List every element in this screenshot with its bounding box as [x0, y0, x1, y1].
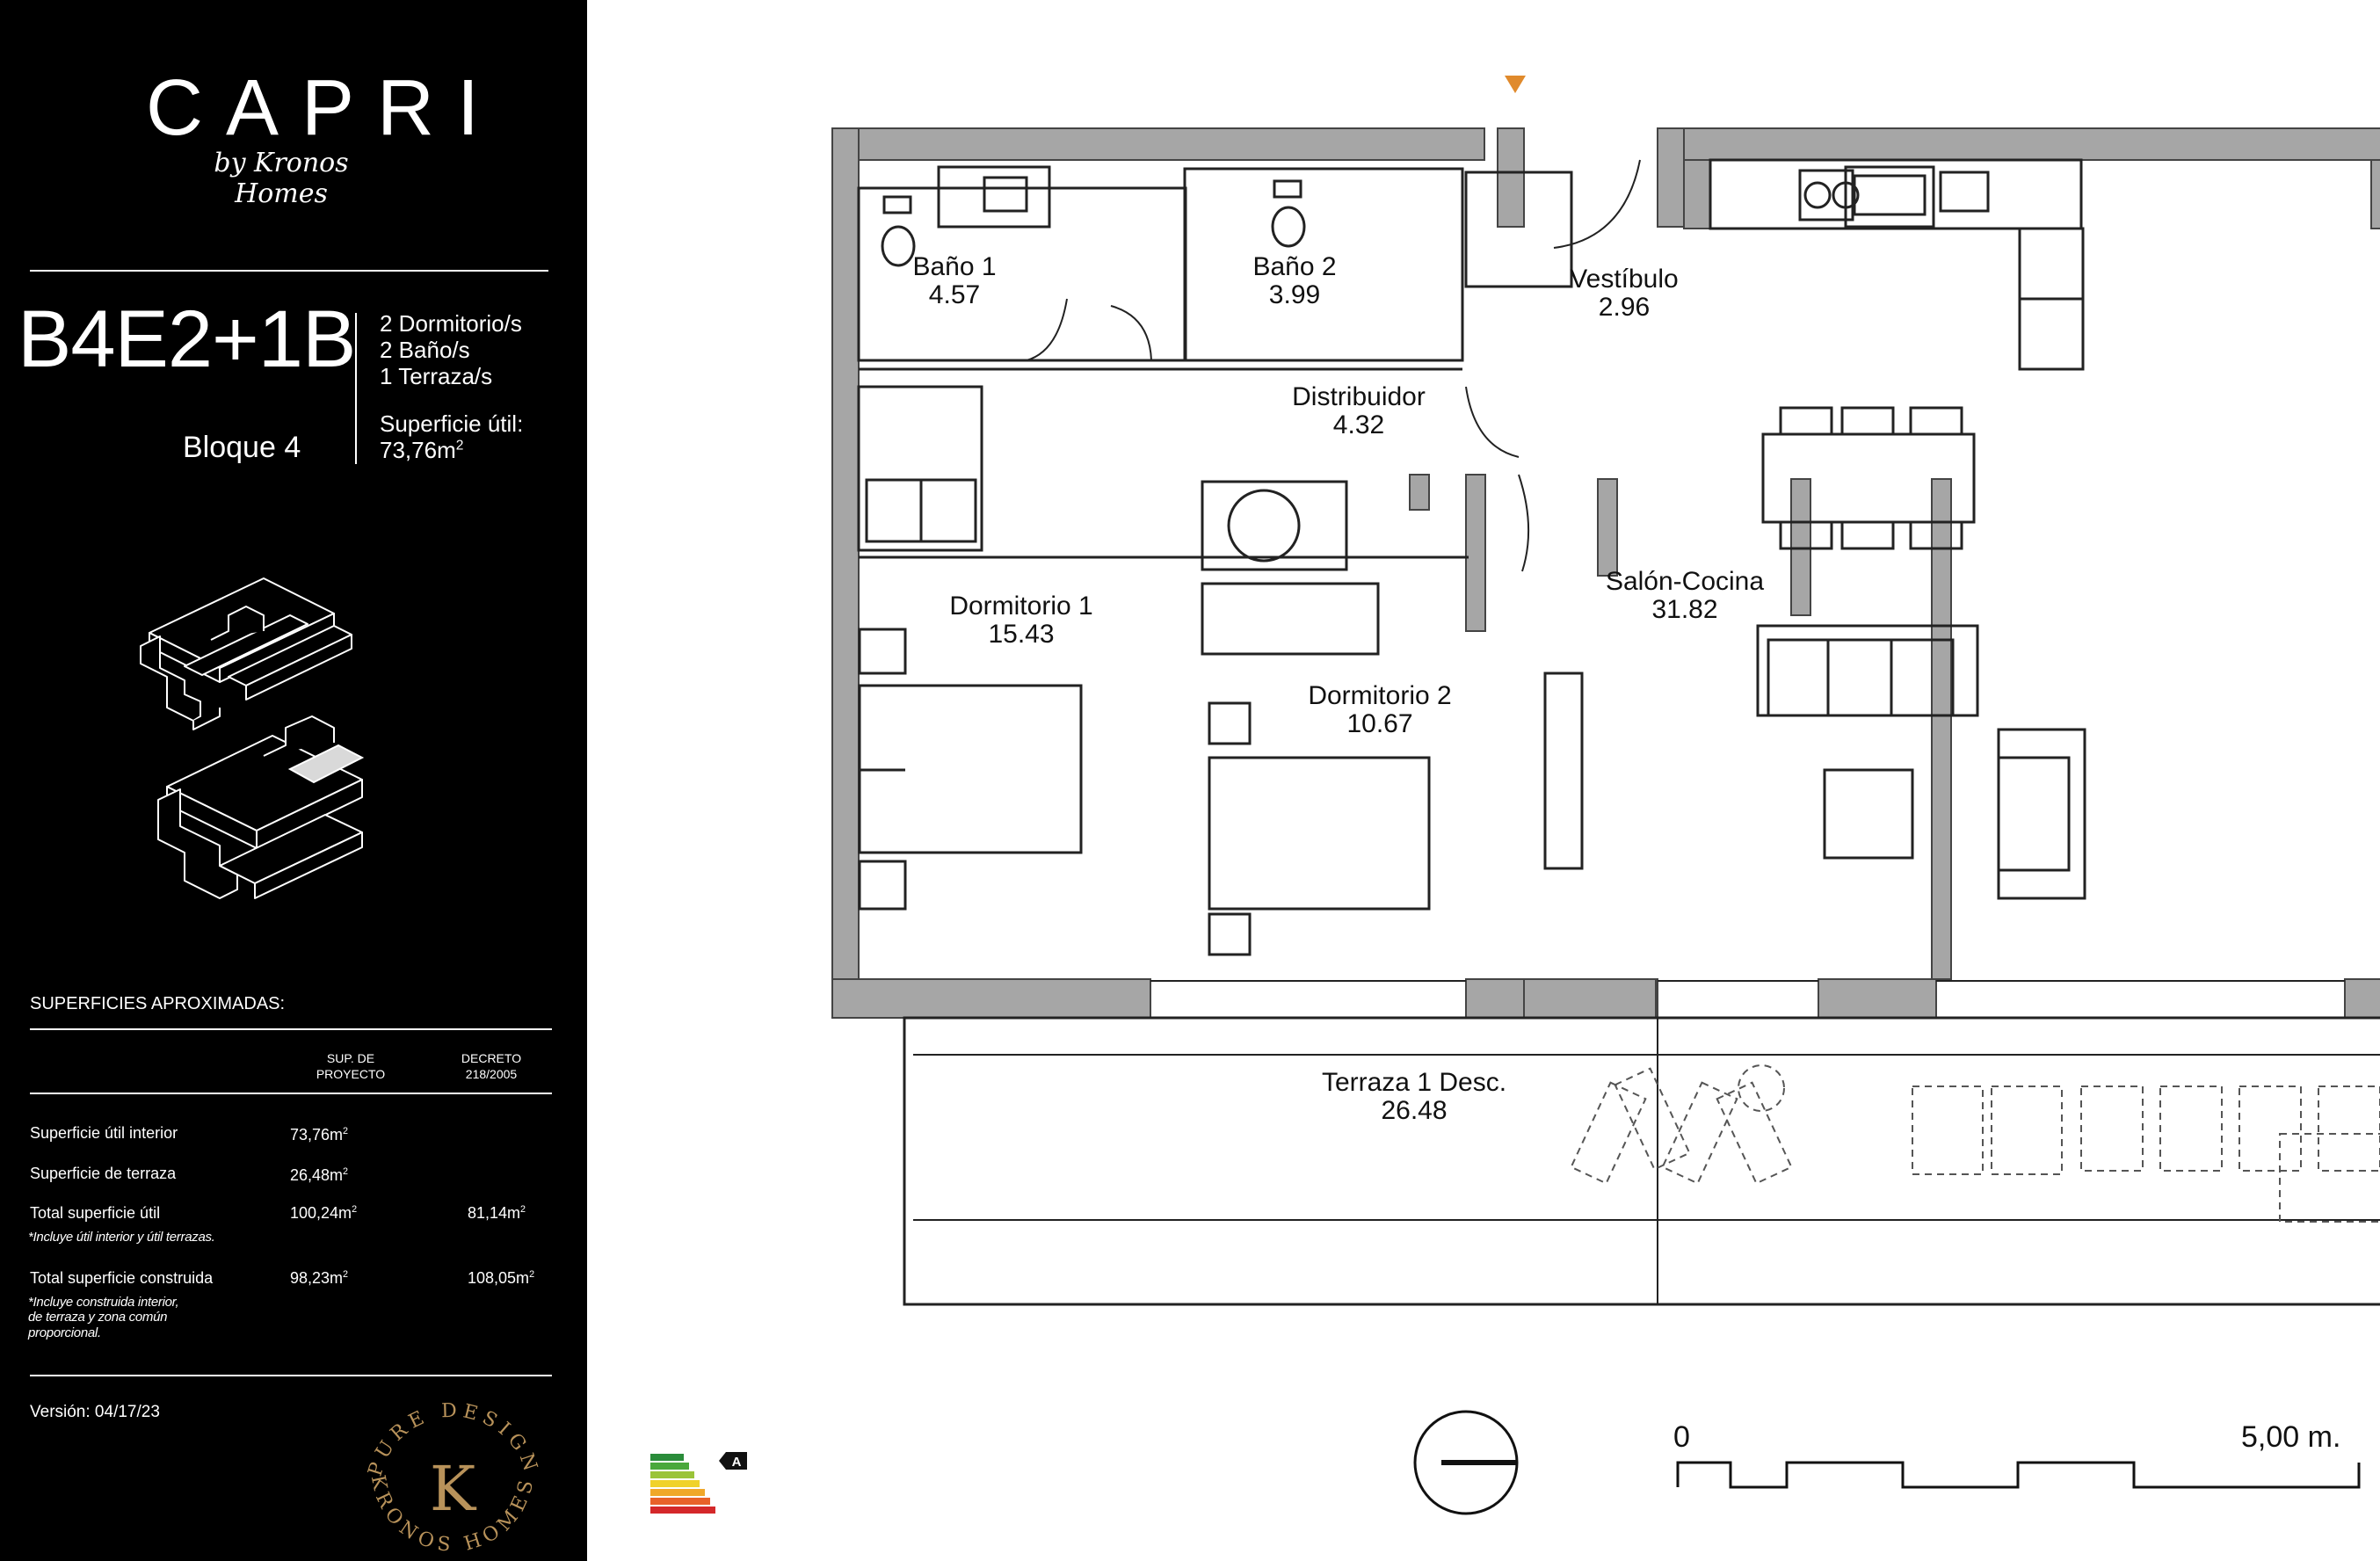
interior-partitions: [857, 158, 2380, 1306]
row-label-terrace: Superficie de terraza: [30, 1165, 177, 1182]
row-value-interior: 73,76m2: [290, 1126, 349, 1144]
column-project-header: SUP. DE PROYECTO: [316, 1051, 386, 1081]
compass-icon: [1413, 1410, 1519, 1515]
svg-text:K: K: [430, 1453, 477, 1525]
useful-area-value: 73,76m2: [380, 437, 464, 463]
logo-tagline: by Kronos Homes: [214, 148, 349, 209]
row-label-total-built: Total superficie construida: [30, 1269, 214, 1287]
surfaces-title: SUPERFICIES APROXIMADAS:: [30, 994, 286, 1013]
row-note-total-useful: *Incluye útil interior y útil terrazas.: [28, 1230, 215, 1245]
divider: [30, 1375, 552, 1376]
svg-text:A: A: [732, 1455, 742, 1470]
room-label-terraza: Terraza 1 Desc.26.48: [1321, 1068, 1507, 1125]
terraces-count: 1 Terraza/s: [380, 363, 493, 389]
version-label: Versión: 04/17/23: [30, 1403, 160, 1421]
row-label-interior: Superficie útil interior: [30, 1124, 178, 1142]
unit-code: B4E2+1B: [18, 294, 356, 384]
divider: [30, 270, 548, 272]
block-label: Bloque 4: [183, 431, 301, 464]
column-decree-header: DECRETO 218/2005: [461, 1051, 522, 1081]
row-label-total-useful: Total superficie útil: [30, 1204, 161, 1222]
floor-plan-drawing: [831, 76, 2380, 1515]
row-decree-total-built: 108,05m2: [468, 1269, 535, 1287]
capri-logo: CAPRI: [146, 64, 503, 152]
info-sidebar: CAPRI by Kronos Homes B4E2+1B Bloque 4 2…: [0, 0, 587, 1561]
bedrooms-count: 2 Dormitorio/s: [380, 310, 522, 337]
divider: [30, 1093, 552, 1094]
bathrooms-count: 2 Baño/s: [380, 337, 470, 363]
row-note-total-built: *Incluye construida interior, de terraza…: [28, 1295, 179, 1340]
entrance-marker-icon: [1505, 76, 1526, 93]
terrace-furniture: [1570, 1064, 2380, 1223]
row-value-total-useful: 100,24m2: [290, 1204, 358, 1222]
divider: [30, 1028, 552, 1030]
scale-end: 5,00 m.: [2241, 1420, 2341, 1454]
scale-bar: [1676, 1461, 2361, 1489]
useful-area-label: Superficie útil:: [380, 410, 524, 437]
energy-rating-icon: A: [650, 1452, 747, 1514]
scale-start: 0: [1673, 1420, 1690, 1454]
divider-vertical: [355, 313, 357, 464]
row-value-total-built: 98,23m2: [290, 1269, 349, 1287]
walls: [831, 127, 2380, 1019]
row-decree-total-useful: 81,14m2: [468, 1204, 526, 1222]
building-isometric-icon: [140, 577, 365, 899]
row-value-terrace: 26,48m2: [290, 1166, 349, 1184]
kronos-seal-logo: PURE DESIGN KRONOS HOMES K: [365, 1400, 538, 1557]
